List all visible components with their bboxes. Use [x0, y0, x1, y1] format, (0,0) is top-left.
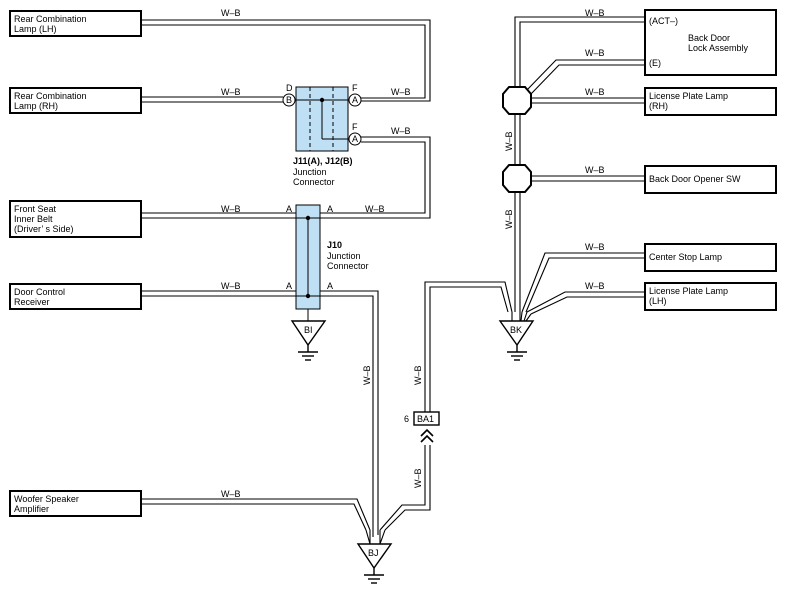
license-lh-box [644, 282, 777, 311]
wire-center-stop [521, 252, 645, 313]
ground-bi [290, 320, 327, 361]
door-control-line2: Receiver [14, 297, 50, 307]
wire-label: W–B [391, 126, 411, 136]
j10-pin-a-right1: A [327, 204, 333, 214]
ground-bj [356, 543, 393, 584]
back-door-lock-box [644, 9, 777, 76]
front-seat-line1: Front Seat [14, 204, 57, 214]
wire-label-vertical: W–B [504, 209, 514, 229]
junction-j11 [282, 86, 362, 152]
wire-label: W–B [585, 281, 605, 291]
j11-name: J11(A), J12(B) [293, 156, 353, 166]
wire-back-door-e [525, 59, 645, 92]
wire-label: W–B [221, 8, 241, 18]
ground-bk-label: BK [510, 325, 522, 335]
rear-comb-lh-line2: Lamp (LH) [14, 24, 57, 34]
connector-ba1 [413, 411, 440, 443]
wire-label: W–B [585, 8, 605, 18]
wire-label: W–B [585, 87, 605, 97]
rear-comb-rh-line2: Lamp (RH) [14, 101, 58, 111]
ba1-name: BA1 [417, 414, 434, 424]
wire-label: W–B [221, 489, 241, 499]
back-door-lock-act: (ACT–) [649, 16, 678, 26]
rear-comb-rh-box [9, 87, 142, 114]
rear-comb-lh-line1: Rear Combination [14, 14, 87, 24]
wire-label-vertical: W–B [504, 131, 514, 151]
ba1-pin: 6 [404, 414, 409, 424]
wire-label: W–B [221, 204, 241, 214]
ground-bi-label: BI [304, 325, 313, 335]
j11-desc2: Connector [293, 177, 335, 187]
woofer-line2: Amplifier [14, 504, 49, 514]
back-door-lock-name1: Back Door [688, 33, 730, 43]
wire-label: W–B [585, 242, 605, 252]
wire-rear-comb-lh [141, 19, 431, 102]
j10-desc1: Junction [327, 251, 361, 261]
splice-octagon-2 [502, 164, 532, 193]
wire-ba1-to-bk [424, 281, 513, 412]
ground-bj-label: BJ [368, 548, 379, 558]
wire-label: W–B [391, 87, 411, 97]
front-seat-line3: (Driver’ s Side) [14, 224, 74, 234]
j10-pin-a-right2: A [327, 281, 333, 291]
wire-label-vertical: W–B [362, 365, 372, 385]
junction-j10 [295, 204, 321, 321]
back-door-lock-e: (E) [649, 58, 661, 68]
license-rh-box [644, 87, 777, 116]
j10-name: J10 [327, 240, 342, 250]
j11-pin-a1 [348, 93, 362, 107]
j11-pin-a2-label: A [352, 134, 358, 144]
ground-bk [498, 320, 535, 361]
j11-pin-b-label: B [286, 95, 292, 105]
door-control-line1: Door Control [14, 287, 65, 297]
j11-pin-a1-label: A [352, 95, 358, 105]
j11-pin-f2-label: F [352, 122, 358, 132]
wire-license-lh [526, 291, 645, 313]
j10-pin-a-left1: A [286, 204, 292, 214]
wire-label: W–B [365, 204, 385, 214]
wire-j10-to-bj [320, 290, 379, 535]
j11-desc1: Junction [293, 167, 327, 177]
wire-woofer [141, 498, 371, 531]
wire-ba1-to-bj [384, 445, 431, 531]
license-lh-line1: License Plate Lamp [649, 286, 728, 296]
back-door-opener-box [644, 165, 777, 194]
license-rh-line1: License Plate Lamp [649, 91, 728, 101]
woofer-line1: Woofer Speaker [14, 494, 79, 504]
j11-pin-f1-label: F [352, 83, 358, 93]
wire-label: W–B [221, 281, 241, 291]
wire-label: W–B [585, 165, 605, 175]
front-seat-belt-box [9, 200, 142, 238]
j11-pin-a2 [348, 132, 362, 146]
back-door-opener-label: Back Door Opener SW [649, 174, 741, 184]
j11-pin-b [282, 93, 296, 107]
front-seat-line2: Inner Belt [14, 214, 53, 224]
j10-pin-a-left2: A [286, 281, 292, 291]
back-door-lock-name2: Lock Assembly [688, 43, 749, 53]
wires [141, 16, 645, 537]
license-rh-line2: (RH) [649, 101, 668, 111]
wire-j11-to-j10 [320, 136, 431, 219]
wire-right-trunk [514, 16, 645, 312]
rear-comb-rh-line1: Rear Combination [14, 91, 87, 101]
wire-label: W–B [585, 48, 605, 58]
rear-comb-lh-box [9, 10, 142, 37]
license-lh-line2: (LH) [649, 296, 667, 306]
woofer-box [9, 490, 142, 517]
j10-desc2: Connector [327, 261, 369, 271]
door-control-box [9, 283, 142, 310]
wire-label: W–B [221, 87, 241, 97]
j11-pin-d-label: D [286, 83, 293, 93]
center-stop-box [644, 243, 777, 272]
wire-label-vertical: W–B [413, 365, 423, 385]
splice-octagon-1 [502, 86, 532, 115]
center-stop-label: Center Stop Lamp [649, 252, 722, 262]
wire-label-vertical: W–B [413, 468, 423, 488]
